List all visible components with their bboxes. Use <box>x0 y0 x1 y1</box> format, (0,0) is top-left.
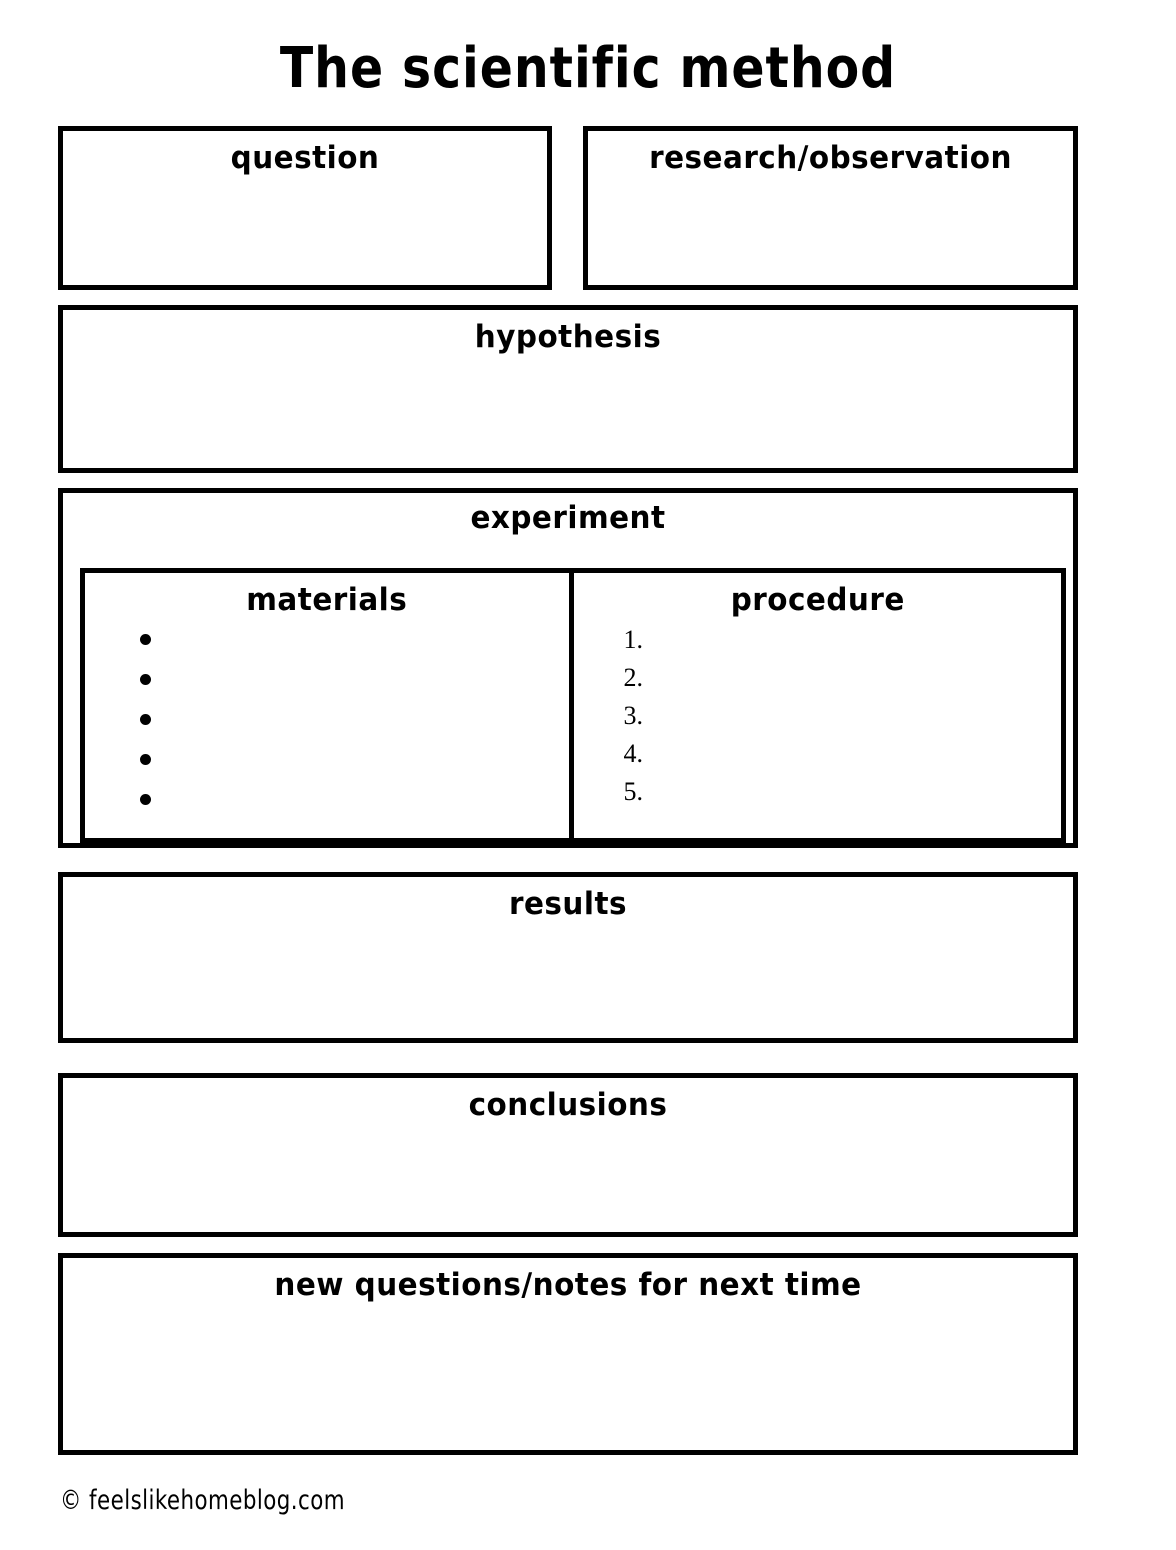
section-heading-materials: Materials <box>246 582 408 618</box>
section-heading-experiment: Experiment <box>470 500 666 536</box>
section-box-new-questions[interactable]: New questions/notes for next time <box>58 1253 1078 1455</box>
section-box-research-observation[interactable]: Research/Observation <box>583 126 1078 290</box>
section-heading-research-observation: Research/Observation <box>649 140 1012 176</box>
bullet-icon <box>140 714 151 725</box>
section-box-hypothesis[interactable]: Hypothesis <box>58 305 1078 473</box>
section-heading-conclusions: Conclusions <box>468 1087 668 1123</box>
section-heading-new-questions: New questions/notes for next time <box>274 1267 862 1303</box>
section-heading-question: Question <box>230 140 380 176</box>
procedure-numbered-list: 1. 2. 3. 4. 5. <box>624 621 644 811</box>
footer-credit: © feelslikehomeblog.com <box>60 1485 345 1516</box>
section-box-question[interactable]: Question <box>58 126 552 290</box>
section-heading-hypothesis: Hypothesis <box>474 319 662 355</box>
list-item[interactable]: 4. <box>623 739 644 768</box>
bullet-icon <box>140 674 151 685</box>
list-item[interactable]: 1. <box>623 625 644 654</box>
list-item[interactable]: 2. <box>623 663 644 692</box>
experiment-column-materials[interactable]: Materials <box>85 573 574 838</box>
list-item[interactable]: 5. <box>623 777 644 806</box>
list-item[interactable]: 3. <box>623 701 644 730</box>
page-title: The scientific method <box>279 36 897 101</box>
section-box-conclusions[interactable]: Conclusions <box>58 1073 1078 1237</box>
section-box-experiment[interactable]: Experiment Materials <box>58 488 1078 848</box>
experiment-column-procedure[interactable]: Procedure 1. 2. 3. 4. 5. <box>574 573 1061 838</box>
section-box-results[interactable]: Results <box>58 872 1078 1043</box>
section-heading-procedure: Procedure <box>730 582 905 618</box>
section-heading-results: Results <box>508 886 628 922</box>
experiment-inner-box: Materials <box>80 568 1066 843</box>
bullet-icon <box>140 754 151 765</box>
bullet-icon <box>140 794 151 805</box>
bullet-icon <box>140 634 151 645</box>
